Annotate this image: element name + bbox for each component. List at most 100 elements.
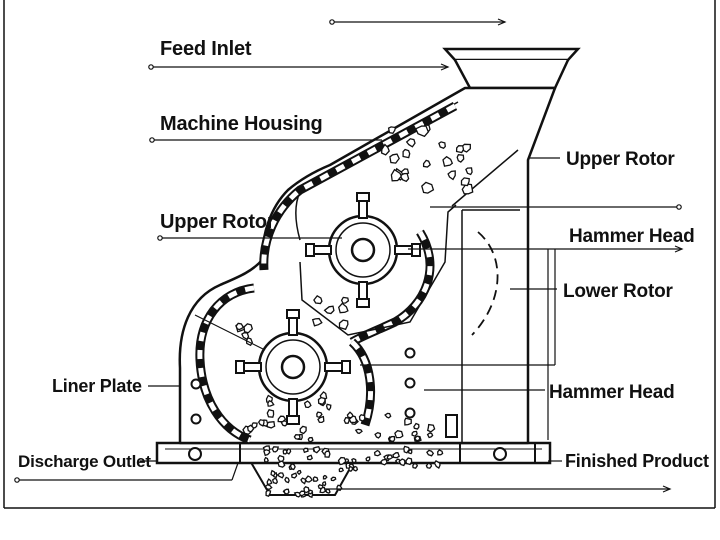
rock-fragment — [276, 472, 285, 479]
base-plate — [155, 441, 552, 465]
rock-fragment — [303, 400, 312, 409]
rock-fragment — [324, 450, 331, 458]
upper-rotor-assembly — [305, 192, 421, 308]
rock-fragment — [313, 294, 323, 305]
rock-fragment — [302, 447, 309, 454]
rock-fragment — [266, 409, 275, 418]
rock-fragment — [384, 412, 392, 419]
rock-fragment — [306, 454, 313, 461]
rock-fragment — [348, 415, 358, 424]
rock-fragment — [392, 452, 400, 459]
rock-fragment — [312, 476, 319, 482]
rock-fragment — [303, 486, 310, 494]
rock-fragment — [304, 475, 313, 483]
rock-fragment — [322, 481, 327, 487]
rock-fragment — [311, 317, 323, 327]
rock-fragment — [354, 428, 363, 435]
lower-rotor-assembly — [235, 309, 351, 425]
rock-fragment — [307, 436, 314, 443]
rock-fragment — [337, 302, 349, 314]
rock-fragment — [235, 322, 245, 331]
rock-fragment — [426, 432, 434, 439]
rock-fragment — [312, 446, 321, 454]
rock-fragment — [380, 458, 388, 466]
label-finished-product: Finished Product — [565, 451, 709, 471]
label-feed-inlet: Feed Inlet — [160, 38, 252, 60]
rock-fragment — [405, 138, 416, 148]
rock-fragment — [267, 399, 275, 407]
feed-hopper — [442, 47, 581, 90]
rock-fragment — [322, 474, 328, 480]
rock-fragment — [307, 489, 313, 495]
rock-fragment — [425, 462, 433, 469]
rock-fragment — [373, 449, 382, 457]
rock-fragment — [317, 415, 325, 424]
rock-fragment — [337, 456, 347, 466]
rock-fragment — [246, 424, 255, 433]
rock-fragment — [426, 449, 435, 457]
label-lower-rotor: Lower Rotor — [563, 281, 673, 302]
rock-fragment — [442, 155, 454, 167]
rock-fragment — [263, 449, 271, 457]
rock-fragment — [323, 305, 335, 315]
rock-fragment — [283, 488, 290, 496]
rock-fragment — [465, 167, 473, 176]
label-liner-plate: Liner Plate — [52, 376, 142, 396]
rock-fragment — [456, 154, 465, 163]
rock-fragment — [299, 425, 307, 435]
rock-fragment — [390, 168, 403, 182]
label-machine-housing: Machine Housing — [160, 113, 323, 135]
rock-fragment — [398, 458, 406, 467]
rock-fragment — [351, 457, 357, 464]
bolt-holes — [190, 347, 416, 425]
rock-fragment — [394, 429, 404, 439]
rock-fragment — [422, 159, 431, 168]
rock-fragment — [325, 403, 332, 411]
rock-fragment — [338, 319, 349, 331]
rock-fragment — [286, 448, 292, 455]
rock-fragment — [413, 422, 420, 430]
rock-fragment — [284, 476, 290, 484]
rock-fragment — [433, 460, 441, 469]
rock-fragment — [411, 430, 418, 437]
rock-fragment — [338, 467, 345, 473]
rock-fragment — [402, 148, 411, 159]
rock-fragment — [405, 457, 413, 466]
rock-fragment — [296, 469, 302, 476]
rock-fragment — [343, 416, 350, 424]
rock-fragment — [336, 484, 343, 492]
leader-lines — [14, 18, 684, 493]
rock-fragments — [235, 124, 474, 499]
rock-fragment — [317, 396, 326, 406]
rock-fragment — [437, 449, 444, 456]
crushing-chamber — [299, 204, 457, 336]
rock-fragment — [265, 489, 272, 497]
label-hammer-head-top: Hammer Head — [569, 226, 695, 247]
rock-fragment — [380, 143, 390, 156]
rock-fragment — [365, 456, 371, 462]
rock-fragment — [290, 472, 298, 479]
rock-fragment — [330, 476, 337, 482]
upper-hammer-heads — [305, 192, 421, 308]
rock-fragment — [324, 488, 331, 494]
rock-fragment — [460, 177, 470, 187]
rock-fragment — [374, 431, 382, 439]
rock-fragment — [414, 125, 430, 138]
rock-fragment — [352, 465, 359, 472]
rock-fragment — [298, 490, 306, 497]
rock-fragment — [316, 411, 323, 419]
upper-rotor-shaft — [350, 237, 376, 263]
rock-fragment — [293, 434, 301, 440]
rock-fragment — [263, 456, 269, 463]
rock-fragment — [447, 170, 456, 181]
rock-fragment — [421, 181, 435, 194]
rock-fragment — [340, 296, 350, 304]
rock-fragment — [277, 460, 286, 468]
rock-fragment — [412, 463, 419, 469]
rock-fragment — [270, 469, 276, 477]
rock-fragment — [243, 323, 254, 334]
rock-fragment — [358, 413, 366, 422]
rock-fragment — [426, 423, 436, 433]
